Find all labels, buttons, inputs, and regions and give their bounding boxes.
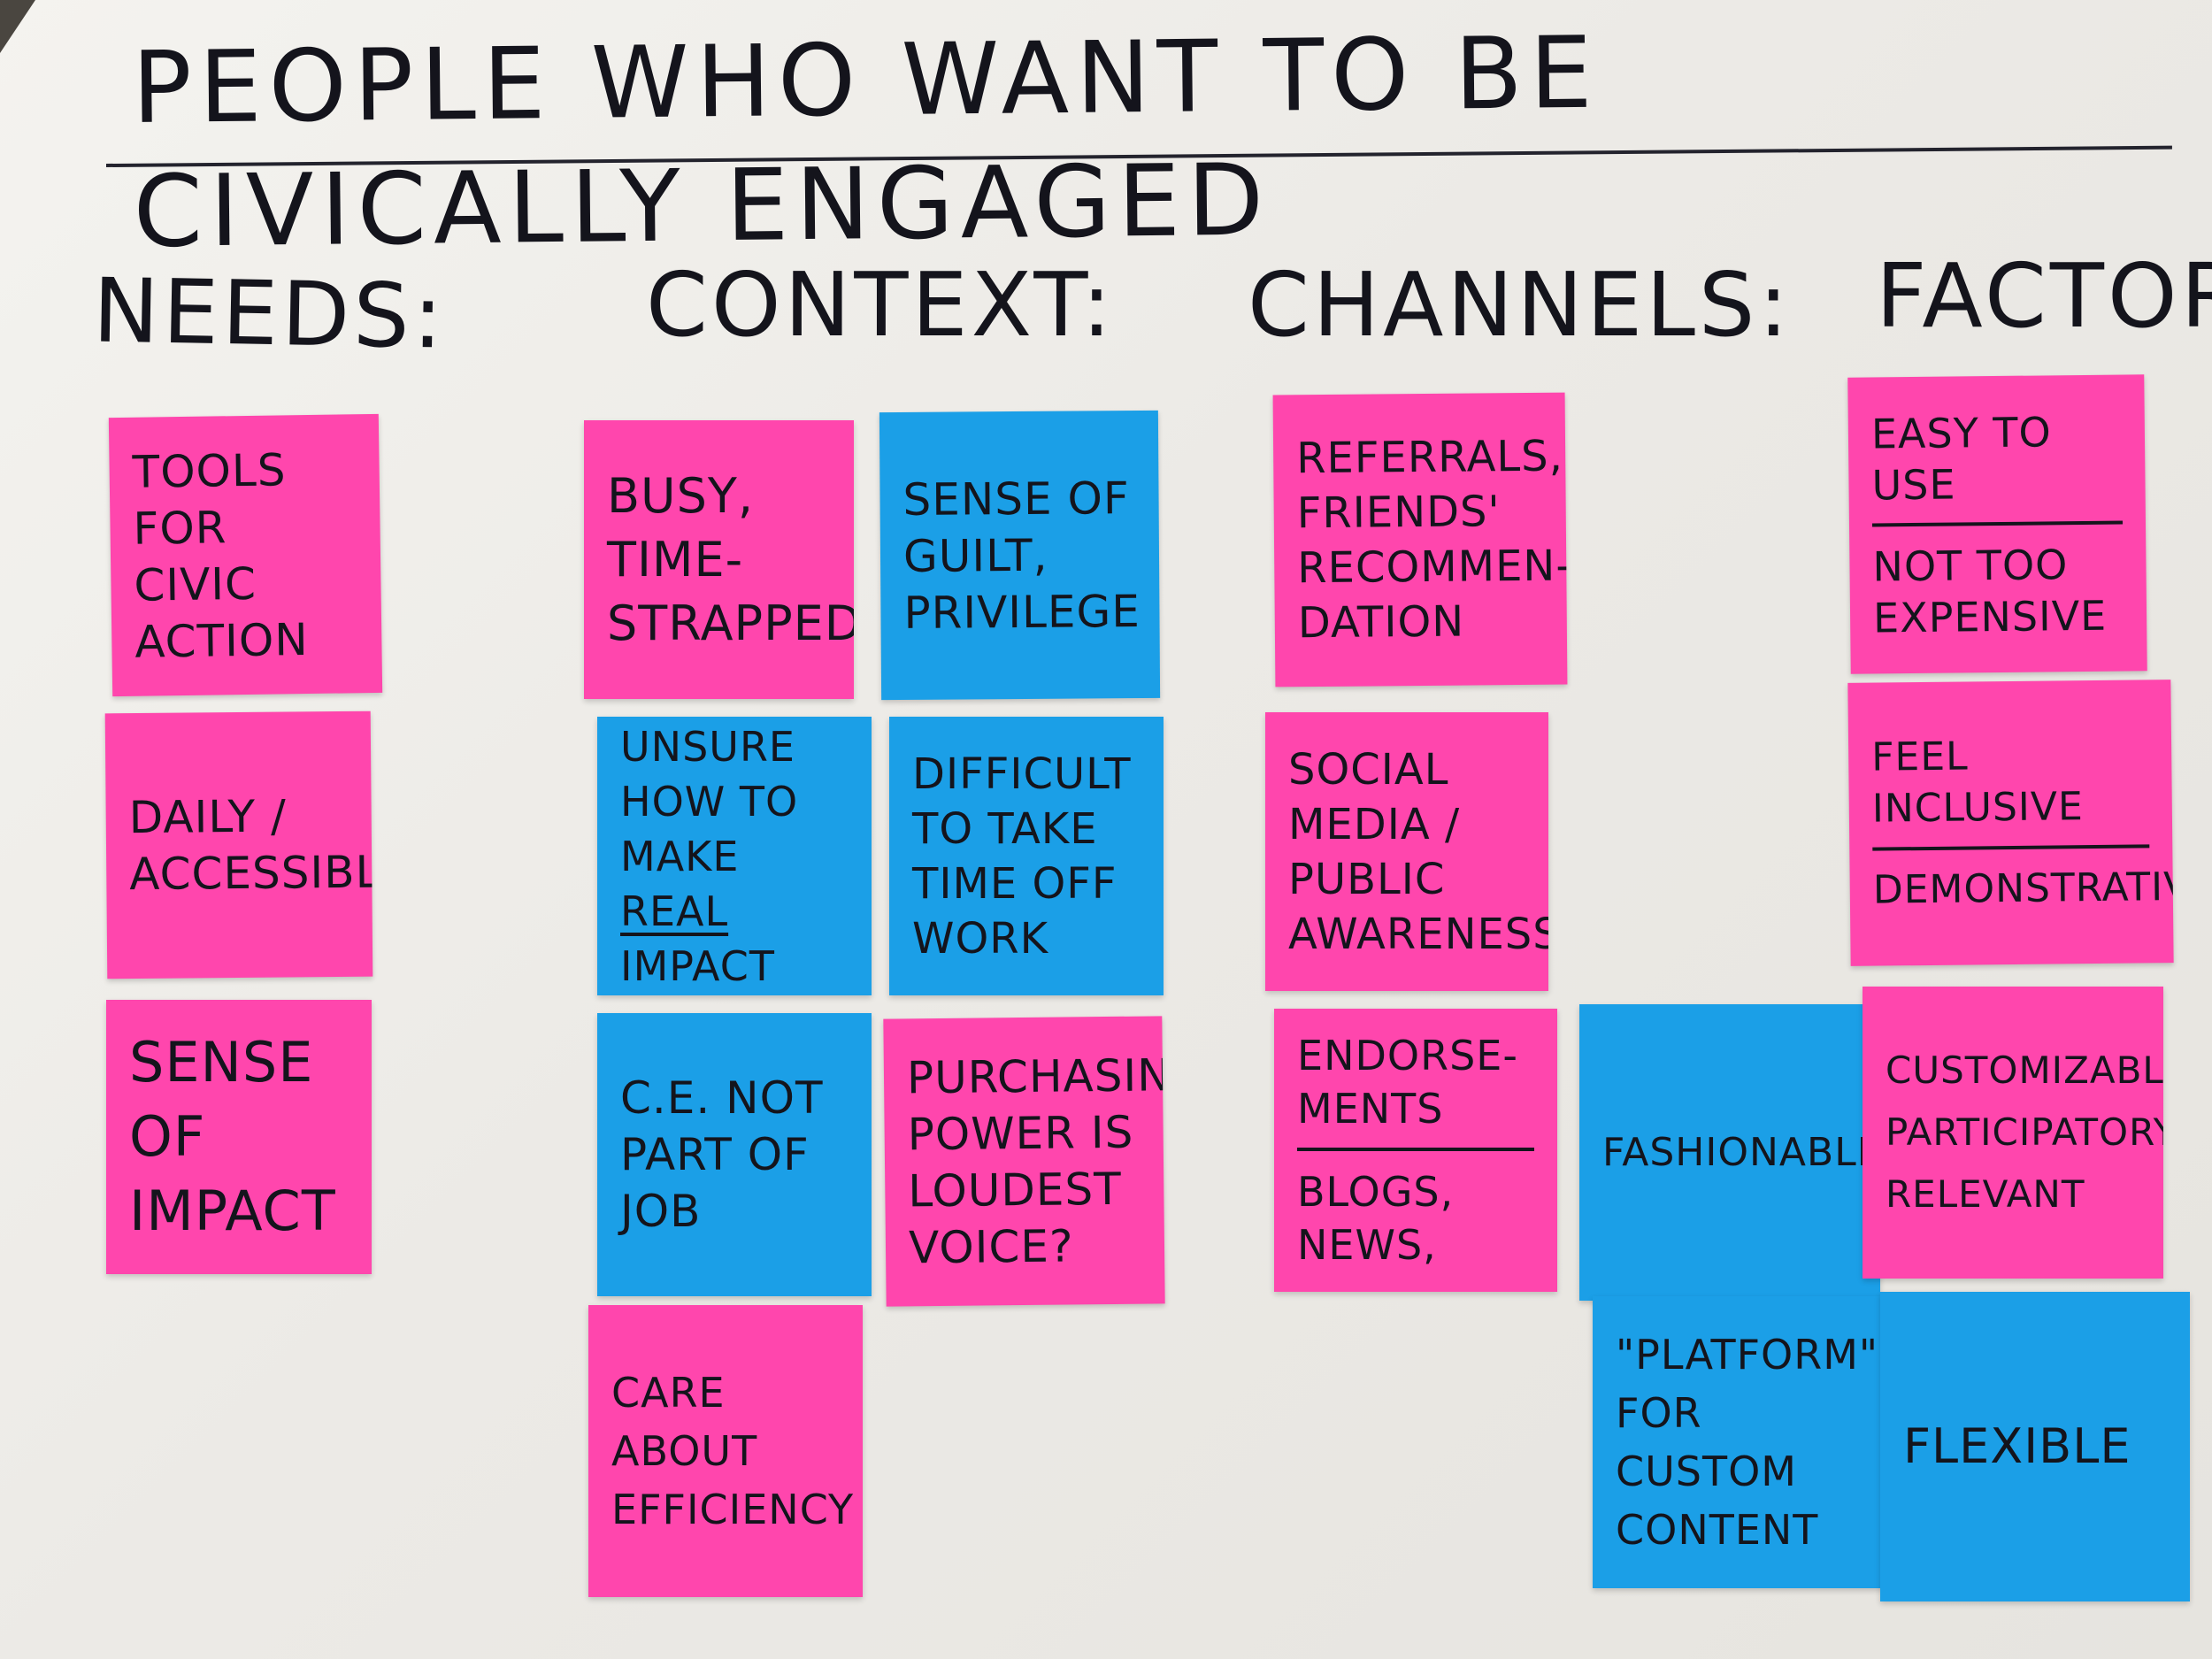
note-line: Accessible <box>129 846 373 901</box>
note-line: Demonstrative <box>1872 864 2174 913</box>
column-header-needs: Needs: <box>92 258 448 369</box>
sticky-note-channels-1[interactable]: Referrals, friends' recommen- dation <box>1272 392 1568 687</box>
note-line: Blogs, news, <box>1297 1168 1455 1269</box>
note-line: Fashionable <box>1602 1129 1880 1175</box>
note-line: Time- <box>607 531 744 588</box>
note-text: impact <box>620 941 775 990</box>
note-line: Flexible <box>1903 1418 2131 1474</box>
note-line: job <box>620 1186 702 1237</box>
note-line: part of <box>620 1129 810 1180</box>
note-divider <box>1297 1148 1534 1151</box>
column-header-context: Context: <box>646 253 1116 357</box>
note-line: for custom <box>1616 1389 1797 1495</box>
note-line: Impact <box>129 1179 336 1243</box>
sticky-note-channels-2[interactable]: Social media / public awareness <box>1265 712 1548 991</box>
note-line: make <box>620 832 740 880</box>
note-line: public <box>1288 854 1446 904</box>
note-line: privilege <box>903 585 1141 639</box>
note-line: of <box>129 1104 206 1169</box>
sticky-note-context-1[interactable]: Busy, Time- strapped <box>584 420 854 699</box>
sticky-note-context-7[interactable]: Care about efficiency <box>588 1305 863 1597</box>
note-line: C.E. not <box>620 1072 824 1124</box>
note-line: to take <box>912 803 1098 854</box>
note-line: friends' <box>1296 487 1501 539</box>
column-header-channels: Channels: <box>1248 253 1793 357</box>
note-line: Busy, <box>607 467 754 524</box>
note-divider <box>1871 520 2124 526</box>
note-line: voice? <box>908 1219 1074 1273</box>
note-line: Tools <box>132 443 287 498</box>
sticky-note-context-4[interactable]: Difficult to take time off work <box>889 717 1164 995</box>
note-line: recommen- <box>1297 541 1568 594</box>
note-line: ments <box>1297 1085 1444 1133</box>
note-line: expensive <box>1872 591 2108 641</box>
sticky-note-factors-3[interactable]: Fashionable <box>1579 1004 1880 1301</box>
note-line: Difficult <box>912 749 1132 799</box>
note-line: Easy to <box>1870 407 2052 457</box>
note-line: Feel <box>1870 733 1969 780</box>
column-header-factors: Factors: <box>1876 244 2212 348</box>
sticky-note-factors-4[interactable]: Customizable Participatory Relevant <box>1863 987 2163 1279</box>
sticky-note-factors-5[interactable]: "Platform" for custom content <box>1593 1296 1893 1588</box>
note-line: action <box>134 613 310 668</box>
note-line: Not too <box>1872 540 2069 590</box>
note-line: Daily / <box>128 790 288 844</box>
sticky-note-context-5[interactable]: C.E. not part of job <box>597 1013 872 1296</box>
note-line: Sense <box>129 1030 314 1094</box>
note-line: dation <box>1297 596 1465 649</box>
note-line: real impact <box>620 884 849 994</box>
page-title: People who want to be civically engaged <box>131 15 1601 270</box>
note-line: for civic <box>133 501 257 611</box>
note-line: Sense of <box>902 472 1130 526</box>
note-line: Unsure <box>620 722 795 771</box>
sticky-note-context-2[interactable]: Sense of guilt, privilege <box>879 410 1161 701</box>
sticky-note-context-6[interactable]: Purchasing power is loudest voice? <box>883 1016 1165 1307</box>
note-divider <box>1872 844 2150 851</box>
note-line: "Platform" <box>1616 1331 1879 1379</box>
note-line: awareness <box>1288 909 1548 959</box>
note-line: Participatory <box>1886 1110 2163 1154</box>
note-line: how to <box>620 777 799 826</box>
note-line: time off <box>912 858 1118 909</box>
note-line: power is <box>907 1106 1134 1160</box>
sticky-note-context-3[interactable]: Unsure how to make real impact <box>597 717 872 995</box>
note-line: work <box>912 913 1049 964</box>
sticky-note-factors-1[interactable]: Easy to use Not too expensive <box>1847 374 2147 674</box>
note-line: guilt, <box>902 529 1048 582</box>
note-line: content <box>1616 1506 1819 1554</box>
sticky-note-channels-3[interactable]: Endorse- ments Blogs, news, <box>1274 1009 1557 1292</box>
note-line: inclusive <box>1871 784 2085 832</box>
note-line: media / <box>1288 799 1461 849</box>
note-line: Social <box>1288 744 1449 795</box>
sticky-note-needs-3[interactable]: Sense of Impact <box>106 1000 372 1274</box>
underlined-word: real <box>620 887 729 935</box>
note-line: Customizable <box>1886 1048 2163 1092</box>
note-line: Care about <box>611 1369 758 1475</box>
note-line: use <box>1871 459 1956 509</box>
sticky-note-needs-2[interactable]: Daily / Accessible <box>104 710 373 979</box>
note-line: Purchasing <box>906 1048 1165 1103</box>
note-line: strapped <box>607 595 854 651</box>
sticky-note-factors-6[interactable]: Flexible <box>1880 1292 2190 1601</box>
sticky-note-factors-2[interactable]: Feel inclusive Demonstrative <box>1847 680 2174 966</box>
note-line: Endorse- <box>1297 1032 1518 1079</box>
note-line: Relevant <box>1886 1172 2085 1216</box>
note-line: efficiency <box>611 1486 855 1533</box>
sticky-note-needs-1[interactable]: Tools for civic action <box>108 413 383 697</box>
note-line: loudest <box>908 1163 1123 1217</box>
note-line: Referrals, <box>1295 431 1564 484</box>
